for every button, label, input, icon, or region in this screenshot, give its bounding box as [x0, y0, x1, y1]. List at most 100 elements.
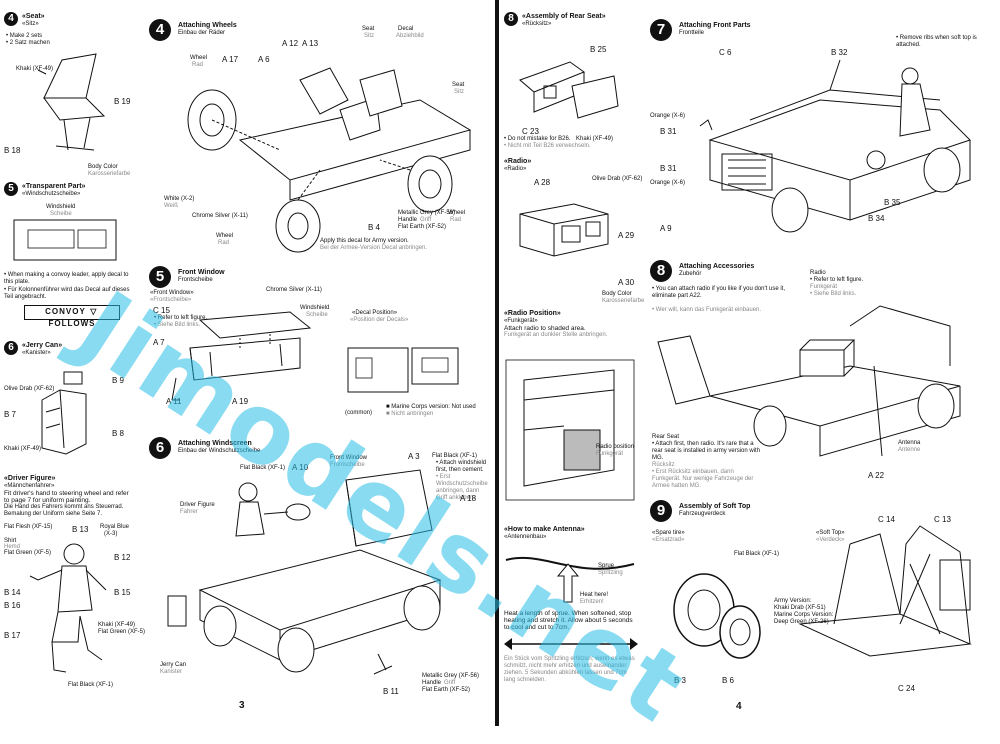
soft-top-drawing — [798, 525, 972, 657]
step-number: 9 — [650, 500, 672, 522]
part-label: Radio position — [596, 444, 635, 450]
part-label: Sprue — [598, 563, 615, 569]
part-label: B 12 — [114, 553, 131, 562]
step-title-de: Fahrzeugverdeck — [679, 511, 726, 517]
part-label: B 19 — [114, 97, 131, 106]
section-sub: «Decal Position» — [352, 310, 398, 316]
jeep-windscreen-drawing — [167, 469, 442, 675]
part-label-de: Scheibe — [306, 312, 328, 318]
color-callout: Khaki (XF-49) — [4, 446, 42, 452]
color-callout: Chrome Silver (X-11) — [192, 213, 248, 219]
step-title: «Seat» — [22, 13, 45, 20]
part-label-de: Abziehbild — [396, 33, 424, 39]
part-label-de: Griff — [420, 217, 432, 223]
step-number: 4 — [4, 12, 18, 26]
note: Attach radio to shaded area. — [504, 325, 586, 332]
note: • Refer to left figure. — [154, 315, 208, 321]
part-label-de: Spritzling — [598, 570, 623, 576]
step-title-de: «Kanister» — [22, 350, 51, 356]
part-label: C 15 — [153, 306, 170, 315]
step-title: Assembly of Soft Top — [679, 503, 751, 510]
color-callout: Flat Earth (XF-52) — [398, 224, 447, 230]
note-de: • Siehe Bild links. — [154, 322, 201, 328]
part-label-de: Scheibe — [50, 211, 72, 217]
note: • Do not mistake for B26. — [504, 136, 571, 142]
chassis-wheels-drawing — [187, 67, 472, 253]
color-callout: Flat Black (XF-1) — [432, 453, 478, 459]
step-title: «Jerry Can» — [22, 342, 63, 349]
part-label: A 11 — [166, 397, 182, 406]
part-label: Seat — [362, 26, 375, 32]
step-title-de: Zubehör — [679, 271, 702, 277]
decal-text: FOLLOWS — [48, 319, 96, 328]
part-label: B 35 — [884, 198, 901, 207]
part-label-de: Hemd — [4, 544, 21, 550]
part-label: B 32 — [831, 48, 848, 57]
part-label: B 11 — [383, 687, 399, 696]
color-callout: Orange (X-6) — [650, 180, 686, 186]
part-label: B 25 — [590, 45, 607, 54]
note-de: • Nicht mit Teil B26 verwechseln. — [504, 143, 591, 149]
radio-drawing — [519, 203, 609, 257]
part-label: Seat — [452, 82, 465, 88]
part-label-de: Fahrer — [180, 509, 198, 515]
part-label-de: Sitz — [454, 89, 465, 95]
color-callout: Flat Black (XF-1) — [734, 551, 780, 557]
part-label: Driver Figure — [180, 502, 215, 508]
color-callout-de: Weiß — [164, 203, 178, 209]
part-label: B 8 — [112, 429, 125, 438]
note: Heat a length of sprue. When softened, s… — [504, 610, 633, 631]
step-title-de: «Rücksitz» — [522, 21, 552, 27]
part-label: Shirt — [4, 538, 17, 544]
part-label: C 24 — [898, 684, 915, 693]
jeep-front-drawing — [699, 59, 971, 233]
color-callout: Khaki Drab (XF-51) — [774, 605, 826, 611]
page-spine — [495, 0, 499, 726]
part-label-de: Rad — [450, 217, 462, 223]
part-label: A 12 — [282, 39, 299, 48]
part-label: Handle — [422, 680, 442, 686]
section-sub: «Front Window» — [150, 290, 194, 296]
part-label: A 10 — [292, 463, 309, 472]
step-title: Front Window — [178, 269, 225, 276]
color-callout: Orange (X-6) — [650, 113, 686, 119]
color-callout: Flat Black (XF-1) — [240, 465, 286, 471]
part-label: B 18 — [4, 146, 21, 155]
part-label-de: Funkgerät — [596, 451, 624, 457]
step-number: 8 — [650, 260, 672, 282]
part-label: B 14 — [4, 588, 21, 597]
part-label: C 6 — [719, 48, 732, 57]
convoy-decal: CONVOY ▽ FOLLOWS — [24, 305, 120, 328]
note-de: • Wer will, kann das Funkgerät einbauen. — [652, 307, 762, 313]
page-3: 4 «Seat» «Sitz» • Make 2 sets • 2 Satz m… — [0, 0, 496, 726]
note-de: Ein Stück vom Spritzling erhitzen; wenn … — [504, 656, 635, 683]
part-label-de: Griff — [444, 680, 456, 686]
part-label: Wheel — [448, 210, 466, 216]
part-label-de: Rad — [218, 240, 230, 246]
part-label-de: Frontscheibe — [330, 462, 365, 468]
color-callout: Deep Green (XF-26) — [774, 619, 829, 625]
color-callout: Royal Blue — [100, 524, 130, 530]
part-label: B 31 — [660, 164, 677, 173]
part-label: B 4 — [368, 223, 381, 232]
step-title: Attaching Accessories — [679, 263, 755, 270]
part-label: B 7 — [4, 410, 17, 419]
antenna-sprue-drawing — [505, 556, 635, 603]
part-label: A 19 — [232, 397, 249, 406]
part-label: B 9 — [112, 376, 125, 385]
page-number: 3 — [239, 700, 245, 711]
note-de: • Siehe Bild links. — [810, 291, 857, 297]
note-de: Bei der Armee-Version Decal anbringen. — [320, 245, 428, 251]
note: Fit driver's hand to steering wheel and … — [4, 490, 129, 504]
part-label: B 15 — [114, 588, 131, 597]
step-title-de: Einbau der Räder — [178, 30, 226, 36]
section-sub-de: «Frontscheibe» — [150, 297, 192, 303]
note: • Remove ribs when soft top is attached. — [896, 35, 977, 48]
color-callout: Metallic Grey (XF-56) — [422, 673, 480, 679]
part-label: B 34 — [868, 214, 885, 223]
part-label: B 31 — [660, 127, 677, 136]
color-callout: White (X-2) — [164, 196, 195, 202]
part-label-de: Antenne — [898, 447, 921, 453]
note-de: • Für Kolonnenführer wird das Decal auf … — [4, 287, 130, 300]
part-label-de: Rad — [192, 62, 204, 68]
